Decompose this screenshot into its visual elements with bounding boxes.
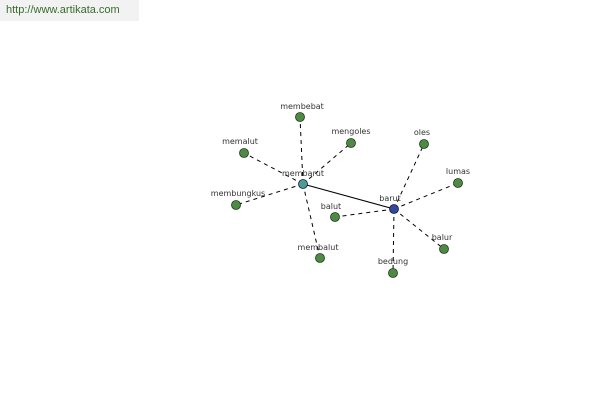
edge-membarut-memalut (243, 152, 304, 185)
node-label-lumas: lumas (446, 167, 470, 176)
node-membalut[interactable] (315, 253, 325, 263)
node-membungkus[interactable] (231, 200, 241, 210)
hub-label-membarut: membarut (282, 169, 324, 178)
node-label-mengoles: mengoles (331, 127, 370, 136)
nodes-layer (231, 112, 463, 278)
node-balut[interactable] (330, 212, 340, 222)
hub-label-barut: barut (379, 194, 400, 203)
node-bedung[interactable] (388, 268, 398, 278)
labels-layer: membebat memalut mengoles membungkus membalu… (211, 102, 470, 266)
node-memalut[interactable] (239, 148, 249, 158)
node-label-membungkus: membungkus (211, 189, 265, 198)
hub-node-barut[interactable] (389, 204, 399, 214)
node-label-bedung: bedung (378, 257, 408, 266)
edge-barut-lumas (393, 182, 459, 210)
node-label-memalut: memalut (222, 137, 258, 146)
edge-membarut-membebat (299, 116, 304, 185)
edges-layer (235, 116, 459, 274)
edge-barut-bedung (392, 208, 395, 274)
hub-node-membarut[interactable] (298, 179, 308, 189)
node-label-membebat: membebat (280, 102, 324, 111)
edge-membarut-membungkus (235, 183, 304, 206)
node-membebat[interactable] (295, 112, 305, 122)
node-oles[interactable] (419, 139, 429, 149)
node-label-balur: balur (432, 233, 453, 242)
source-url-banner[interactable]: http://www.artikata.com (0, 0, 139, 21)
edge-barut-oles (393, 143, 425, 210)
node-label-membalut: membalut (298, 243, 339, 252)
node-mengoles[interactable] (346, 138, 356, 148)
node-balur[interactable] (439, 244, 449, 254)
node-lumas[interactable] (453, 178, 463, 188)
edge-membarut-mengoles (302, 142, 352, 185)
edge-barut-balut (334, 208, 395, 218)
node-label-oles: oles (414, 128, 430, 137)
edge-membarut-barut (302, 183, 395, 210)
node-label-balut: balut (321, 202, 341, 211)
edge-barut-balur (393, 208, 445, 250)
